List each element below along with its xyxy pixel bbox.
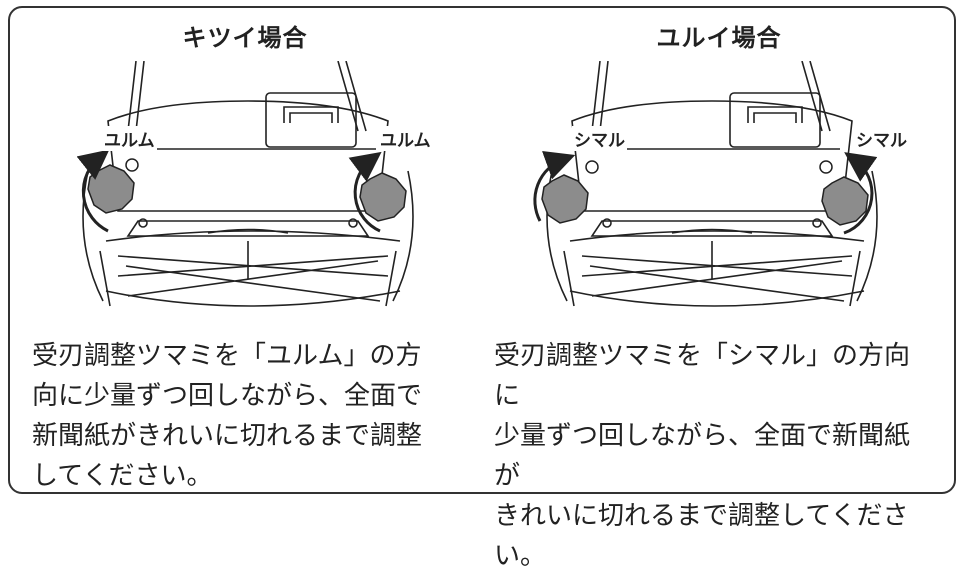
adjustment-knob-icon: [541, 160, 869, 226]
panel-title-loose: ユルイ場合: [656, 24, 782, 52]
description-tight: 受刃調整ツマミを「ユルム」の方 向に少量ずつ回しながら、全面で 新聞紙がきれいに…: [32, 341, 423, 491]
reel-mower-illustration-tight: [76, 61, 414, 307]
reel-mower-illustration-loose: [533, 61, 878, 307]
loosen-label-left: ユルム: [102, 126, 157, 151]
panel-loose: ユルイ場合: [482, 6, 956, 571]
rotate-arrow-tighten-icon: [533, 150, 878, 235]
reel-mower-icon: [546, 61, 878, 307]
tighten-label-right: シマル: [854, 126, 909, 151]
description-loose: 受刃調整ツマミを「シマル」の方向に 少量ずつ回しながら、全面で新聞紙が きれいに…: [494, 341, 911, 571]
tighten-label-left: シマル: [572, 126, 627, 151]
reel-mower-icon: [82, 61, 414, 307]
panel-title-tight: キツイ場合: [182, 24, 308, 52]
rotate-arrow-loosen-icon: [76, 149, 382, 233]
panel-tight: キツイ場合: [8, 6, 482, 494]
instruction-frame: [8, 6, 956, 494]
loosen-label-right: ユルム: [378, 126, 433, 151]
